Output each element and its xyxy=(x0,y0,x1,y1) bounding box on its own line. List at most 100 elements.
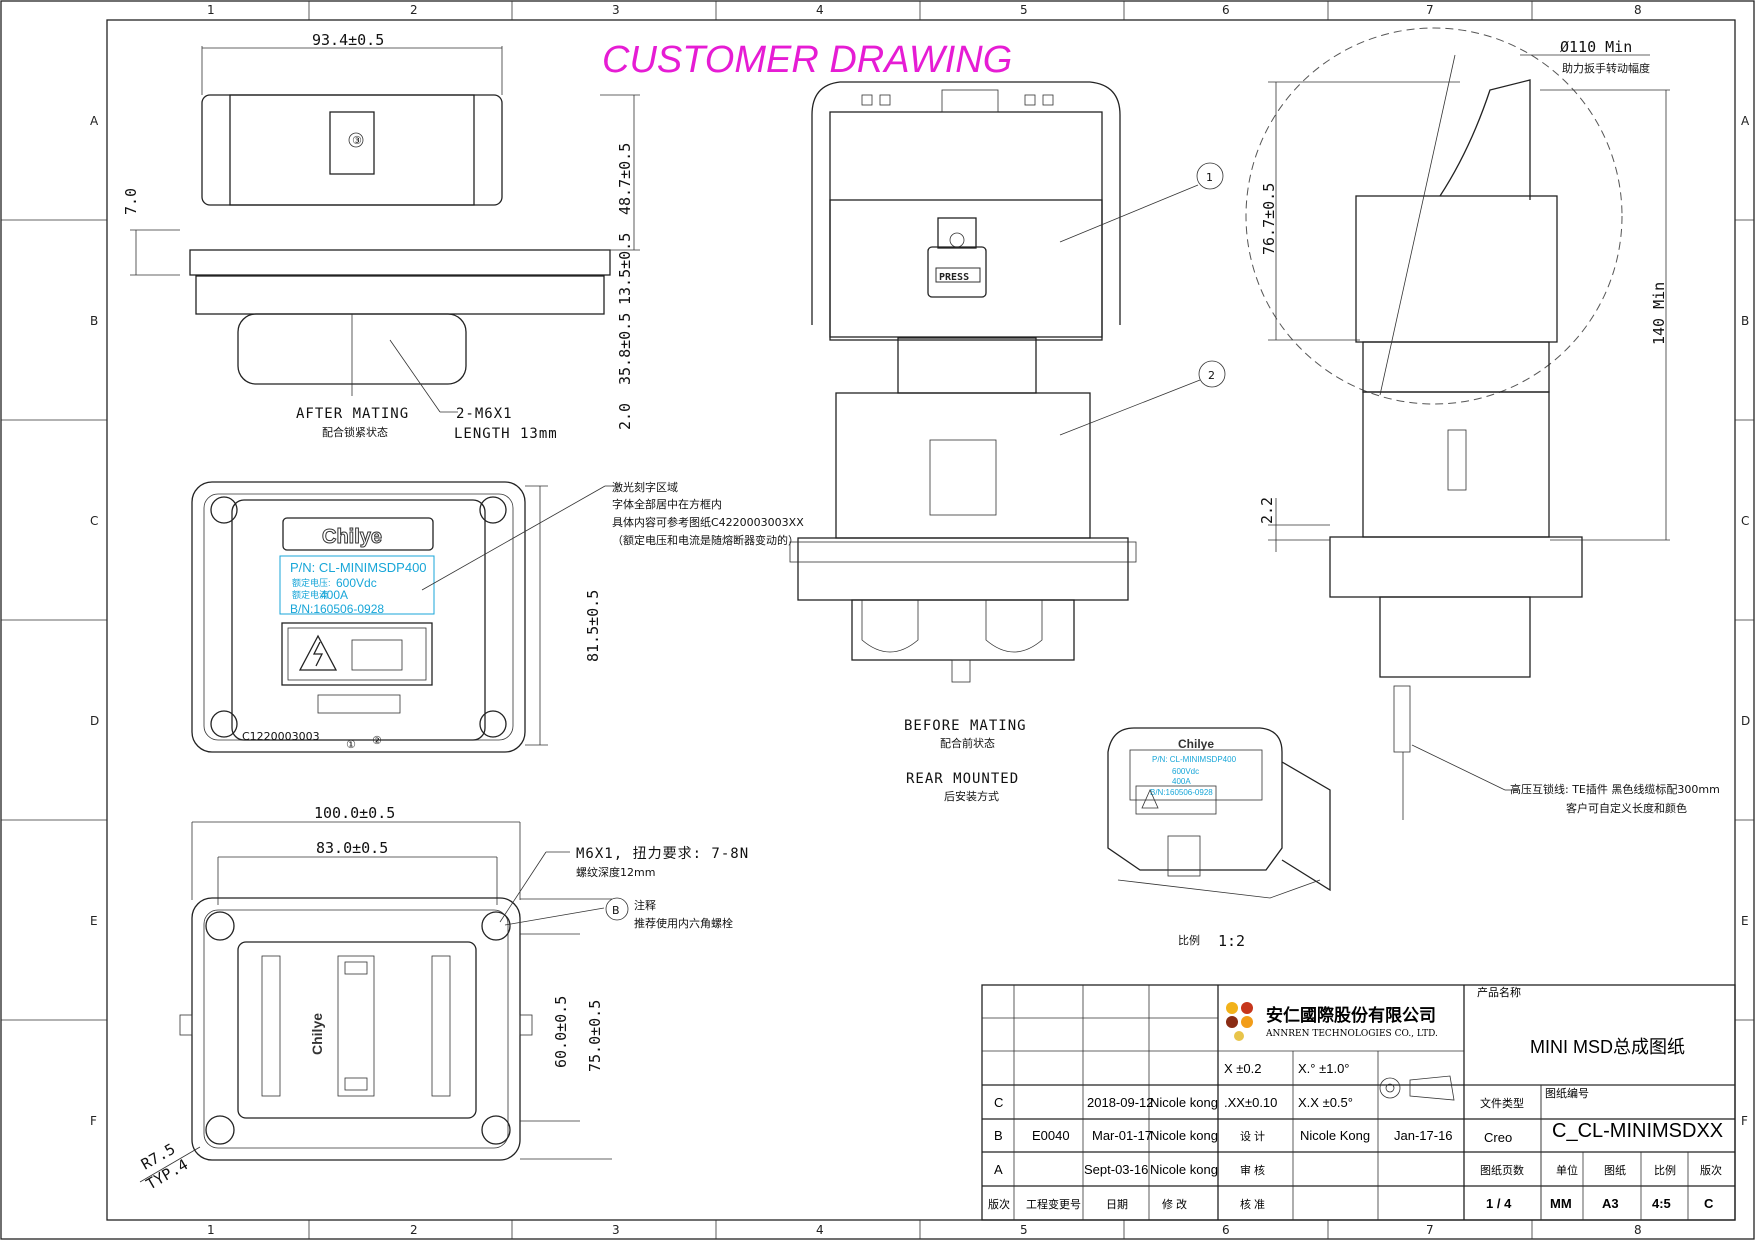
dim-76-7: 76.7±0.5 xyxy=(1260,183,1278,255)
zone-col-3: 3 xyxy=(612,3,620,17)
label-bn: B/N:160506-0928 xyxy=(290,602,384,616)
zone-col-2-bottom: 2 xyxy=(410,1223,418,1237)
label-tag-2: ② xyxy=(372,734,382,747)
dim-100: 100.0±0.5 xyxy=(314,804,395,822)
zone-row-c: C xyxy=(90,514,98,528)
zone-row-b-right: B xyxy=(1741,314,1749,328)
zone-col-2: 2 xyxy=(410,3,418,17)
unit-label: 单位 xyxy=(1556,1163,1578,1177)
rev-b: B xyxy=(994,1128,1003,1143)
screw-label: 2-M6X1 xyxy=(456,406,513,422)
label-current: 400A xyxy=(320,588,348,602)
zone-col-6-bottom: 6 xyxy=(1222,1223,1230,1237)
after-mating-label: AFTER MATING xyxy=(296,406,409,422)
side-view: Ø110 Min 助力扳手转动幅度 76.7±0.5 140 Min 2.2 高… xyxy=(1245,27,1720,820)
zone-row-f-right: F xyxy=(1741,1114,1748,1128)
iso-view: Chilye P/N: CL-MINIMSDP400 600Vdc 400A B… xyxy=(1107,727,1331,950)
dim-width-top: 93.4±0.5 xyxy=(312,31,384,49)
unit-value: MM xyxy=(1550,1196,1572,1211)
top-view-item-tag: ③ xyxy=(352,134,362,147)
label-code: C1220003003 xyxy=(242,730,320,743)
dim-2-2: 2.2 xyxy=(1258,497,1276,524)
file-type: Creo xyxy=(1484,1130,1512,1145)
zone-row-a: A xyxy=(90,114,99,128)
wire-note-2: 客户可自定义长度和颜色 xyxy=(1566,801,1687,815)
title-block: 安仁國際股份有限公司 ANNREN TECHNOLOGIES CO., LTD.… xyxy=(981,984,1736,1221)
rev-b-by: Nicole kong xyxy=(1150,1128,1218,1143)
dim-81-5: 81.5±0.5 xyxy=(584,590,602,662)
dim-13-5: 13.5±0.5 xyxy=(616,233,634,305)
bottom-view: 100.0±0.5 83.0±0.5 Chilye 60.0±0.5 75.0±… xyxy=(138,804,749,1193)
zone-col-4-bottom: 4 xyxy=(816,1223,824,1237)
sheet-label: 图纸页数 xyxy=(1480,1164,1524,1177)
b-marker: B xyxy=(612,904,620,917)
diameter-label: Ø110 Min xyxy=(1560,38,1632,56)
laser-note-2: 字体全部居中在方框内 xyxy=(612,497,722,511)
footer-ecn: 工程变更号 xyxy=(1026,1197,1081,1211)
label-tag-1: ① xyxy=(346,738,356,751)
depth-note: 螺纹深度12mm xyxy=(576,865,655,879)
dim-2-0: 2.0 xyxy=(616,403,634,430)
dim-83: 83.0±0.5 xyxy=(316,839,388,857)
company-cn: 安仁國際股份有限公司 xyxy=(1266,1005,1436,1026)
role-review: 审 核 xyxy=(1240,1163,1265,1177)
balloon-2: 2 xyxy=(1208,369,1215,382)
scale-value: 4:5 xyxy=(1652,1196,1671,1211)
rev-c: C xyxy=(994,1095,1003,1110)
footer-role: 核 准 xyxy=(1240,1197,1265,1211)
rear-mounted-cn: 后安装方式 xyxy=(944,789,999,803)
top-view: 93.4±0.5 ③ 48.7±0.5 13.5±0.5 35.8±0.5 2.… xyxy=(122,31,640,442)
before-mating-cn: 配合前状态 xyxy=(940,736,995,750)
zone-col-5: 5 xyxy=(1020,3,1028,17)
file-type-label: 文件类型 xyxy=(1480,1096,1524,1110)
drawing-no-label: 图纸编号 xyxy=(1545,1086,1589,1100)
product-label: 产品名称 xyxy=(1477,985,1521,999)
screw-length: LENGTH 13mm xyxy=(454,426,558,442)
rev-b-date: Mar-01-17 xyxy=(1092,1128,1152,1143)
zone-col-8: 8 xyxy=(1634,3,1642,17)
rev-a: A xyxy=(994,1162,1003,1177)
dim-60: 60.0±0.5 xyxy=(552,996,570,1068)
zone-row-e-right: E xyxy=(1741,914,1749,928)
zone-col-1: 1 xyxy=(207,3,215,17)
rear-mounted-label: REAR MOUNTED xyxy=(906,771,1019,787)
drawing-no: C_CL-MINIMSDXX xyxy=(1552,1120,1723,1142)
zone-row-c-right: C xyxy=(1741,514,1749,528)
zone-row-d: D xyxy=(90,714,99,728)
iso-voltage: 600Vdc xyxy=(1172,767,1199,776)
zone-col-7-bottom: 7 xyxy=(1426,1223,1434,1237)
b-note-1: 注释 xyxy=(634,898,656,912)
footer-rev: 版次 xyxy=(988,1197,1010,1211)
dim-7-0: 7.0 xyxy=(122,188,140,215)
rev-a-by: Nicole kong xyxy=(1150,1162,1218,1177)
dim-75: 75.0±0.5 xyxy=(586,1000,604,1072)
diameter-note: 助力扳手转动幅度 xyxy=(1562,61,1650,75)
iso-pn: P/N: CL-MINIMSDP400 xyxy=(1152,755,1237,764)
screw-note: M6X1, 扭力要求: 7-8N xyxy=(576,846,749,862)
footer-date: 日期 xyxy=(1106,1198,1128,1211)
laser-note-4: （额定电压和电流是随熔断器变动的） xyxy=(612,533,799,547)
zone-row-d-right: D xyxy=(1741,714,1750,728)
iso-brand: Chilye xyxy=(1178,737,1214,751)
zone-row-f: F xyxy=(90,1114,97,1128)
label-view: Chilye P/N: CL-MINIMSDP400 额定电压: 600Vdc … xyxy=(191,480,804,753)
after-mating-cn: 配合锁紧状态 xyxy=(322,425,388,439)
label-brand: Chilye xyxy=(322,526,382,548)
zone-col-7: 7 xyxy=(1426,3,1434,17)
zone-row-b: B xyxy=(90,314,98,328)
tol-xx: .XX±0.10 xyxy=(1224,1095,1277,1110)
paper-value: A3 xyxy=(1602,1196,1619,1211)
label-current-label: 额定电流 xyxy=(292,589,328,600)
rev-c-date: 2018-09-12 xyxy=(1087,1095,1154,1110)
version-value: C xyxy=(1704,1196,1714,1211)
zone-row-e: E xyxy=(90,914,98,928)
front-view: PRESS 1 2 BEFORE MATING 配合前状态 REAR MOUNT… xyxy=(789,81,1226,803)
role-design: 设 计 xyxy=(1240,1130,1265,1143)
dim-48-7: 48.7±0.5 xyxy=(616,143,634,215)
paper-label: 图纸 xyxy=(1604,1164,1626,1177)
footer-by: 修 改 xyxy=(1162,1197,1187,1211)
rev-a-date: Sept-03-16 xyxy=(1084,1162,1148,1177)
zone-row-a-right: A xyxy=(1741,114,1750,128)
drawing-title: CUSTOMER DRAWING xyxy=(602,39,1012,81)
